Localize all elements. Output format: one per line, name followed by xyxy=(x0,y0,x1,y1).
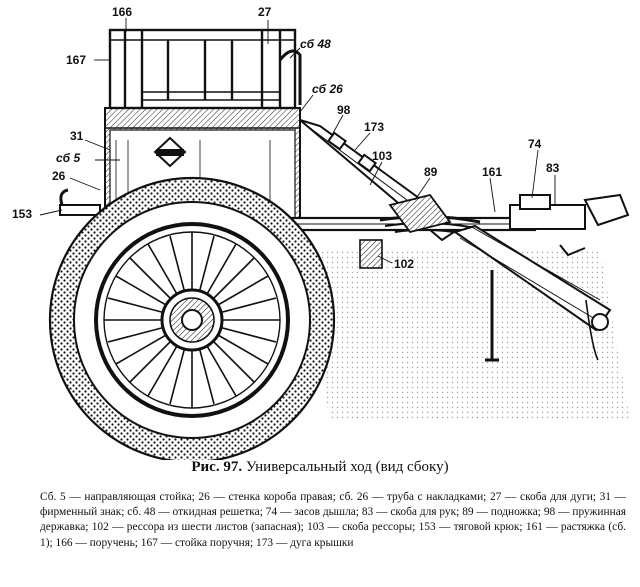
ground-shading xyxy=(300,250,630,420)
cart-drawing: 166 27 сб 48 167 сб 26 98 173 31 сб 5 26… xyxy=(12,5,630,460)
leader-lines xyxy=(39,18,556,264)
caption-prefix: Рис. 97. xyxy=(191,459,243,475)
callout-labels: 166 27 сб 48 167 сб 26 98 173 31 сб 5 26… xyxy=(12,5,560,271)
tow-hook xyxy=(59,188,101,216)
figure-legend: Сб. 5 — направляющая стойка; 26 — стенка… xyxy=(40,491,626,549)
callout-102: 102 xyxy=(394,257,414,271)
brand-emblem xyxy=(153,136,187,168)
wheel xyxy=(48,176,336,460)
front-drawbar xyxy=(452,193,630,362)
figure-caption: Рис. 97. Универсальный ход (вид сбоку) xyxy=(0,459,640,476)
callout-161: 161 xyxy=(482,165,502,179)
caption-text: Универсальный ход (вид сбоку) xyxy=(245,459,449,475)
callout-173: 173 xyxy=(364,120,384,134)
callout-74: 74 xyxy=(528,137,542,151)
callout-27: 27 xyxy=(258,5,272,19)
callout-sb5: сб 5 xyxy=(56,151,80,165)
callout-103: 103 xyxy=(372,149,392,163)
railing xyxy=(108,28,302,110)
callout-sb48: сб 48 xyxy=(300,37,331,51)
callout-sb26: сб 26 xyxy=(312,82,343,96)
callout-153: 153 xyxy=(12,207,32,221)
callout-166: 166 xyxy=(112,5,132,19)
callout-89: 89 xyxy=(424,165,438,179)
callout-26: 26 xyxy=(52,169,66,183)
callout-98: 98 xyxy=(337,103,351,117)
callout-31: 31 xyxy=(70,129,84,143)
callout-83: 83 xyxy=(546,161,560,175)
callout-167: 167 xyxy=(66,53,86,67)
